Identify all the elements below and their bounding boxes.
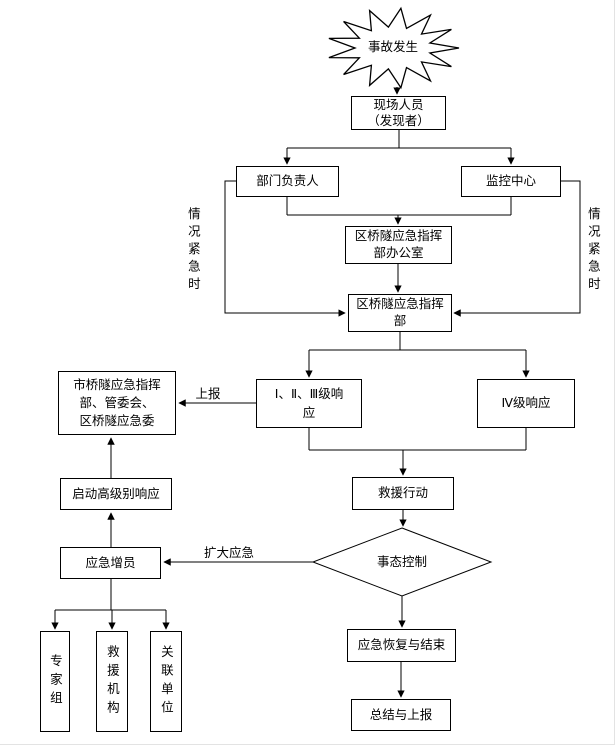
node-rescue-action: 救援行动 — [352, 477, 454, 510]
node-situation-control: 事态控制 — [376, 554, 427, 570]
node-emergency-reinforcement: 应急增员 — [60, 547, 161, 579]
node-department-head: 部门负责人 — [236, 166, 339, 197]
label-report-up: 上报 — [195, 385, 221, 401]
node-command-hq: 区桥隧应急指挥 部 — [348, 294, 452, 332]
label-urgent-left: 情况紧急时 — [185, 207, 201, 295]
label-urgent-right: 情况紧急时 — [585, 207, 601, 295]
node-related-units: 关联单位 — [150, 631, 182, 732]
node-onsite-personnel: 现场人员 （发现者） — [351, 96, 446, 130]
node-city-hq: 市桥隧应急指挥 部、管委会、 区桥隧应急委 — [58, 371, 176, 435]
node-monitoring-center: 监控中心 — [461, 166, 561, 197]
node-command-office: 区桥隧应急指挥 部办公室 — [345, 226, 452, 264]
node-response-level-123: Ⅰ、Ⅱ、Ⅲ级响 应 — [256, 379, 362, 428]
label-expand-emergency: 扩大应急 — [203, 544, 254, 560]
node-start-high-level-response: 启动高级别响应 — [60, 478, 172, 510]
node-summary-report: 总结与上报 — [351, 699, 451, 731]
node-accident-start: 事故发生 — [367, 39, 418, 55]
node-recovery-end: 应急恢复与结束 — [347, 629, 456, 662]
node-rescue-org: 救援机构 — [96, 631, 128, 732]
node-response-level-4: Ⅳ级响应 — [477, 379, 575, 428]
node-expert-group: 专家组 — [40, 631, 70, 732]
